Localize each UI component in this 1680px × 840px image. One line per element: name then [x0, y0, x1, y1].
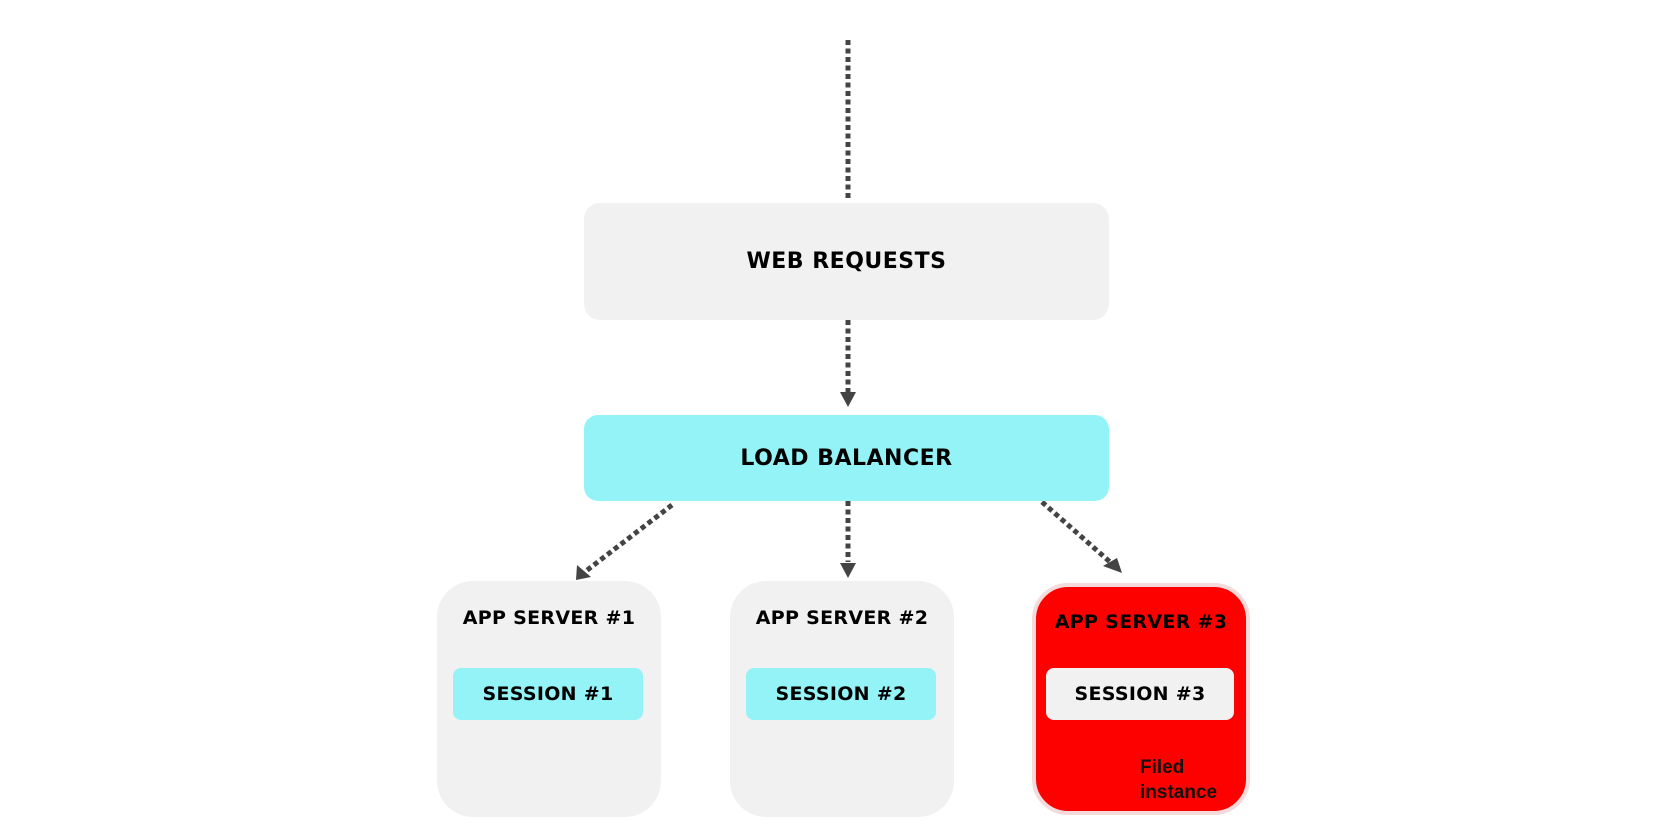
- app-server-1-title: APP SERVER #1: [462, 607, 636, 629]
- app-server-2-node: APP SERVER #2 SESSION #2: [730, 581, 954, 817]
- session-1-box: SESSION #1: [453, 668, 643, 720]
- session-2-box: SESSION #2: [746, 668, 936, 720]
- arrow-balancer-to-server1-line: [584, 503, 674, 573]
- web-requests-label: WEB REQUESTS: [746, 249, 947, 274]
- load-balancer-node: LOAD BALANCER: [584, 415, 1109, 501]
- session-3-box: SESSION #3: [1046, 668, 1234, 720]
- app-server-1-node: APP SERVER #1 SESSION #1: [437, 581, 661, 817]
- app-server-3-failed-node: APP SERVER #3 SESSION #3 Filed instance: [1032, 583, 1250, 815]
- arrow-web-to-balancer-head: [840, 392, 856, 407]
- arrow-balancer-to-server3-line: [1040, 500, 1112, 564]
- load-balancer-label: LOAD BALANCER: [740, 445, 953, 471]
- app-server-2-title: APP SERVER #2: [755, 607, 929, 629]
- failed-note-line-1: Filed: [1140, 757, 1185, 778]
- arrow-balancer-to-server1-head: [576, 565, 591, 580]
- arrow-balancer-to-server3-head: [1103, 558, 1122, 573]
- arrow-balancer-to-server2-head: [840, 563, 856, 578]
- failed-instance-note: Filed instance: [1140, 755, 1217, 805]
- failed-note-line-2: instance: [1140, 782, 1218, 803]
- app-server-3-title: APP SERVER #3: [1054, 611, 1228, 633]
- web-requests-node: WEB REQUESTS: [584, 203, 1109, 320]
